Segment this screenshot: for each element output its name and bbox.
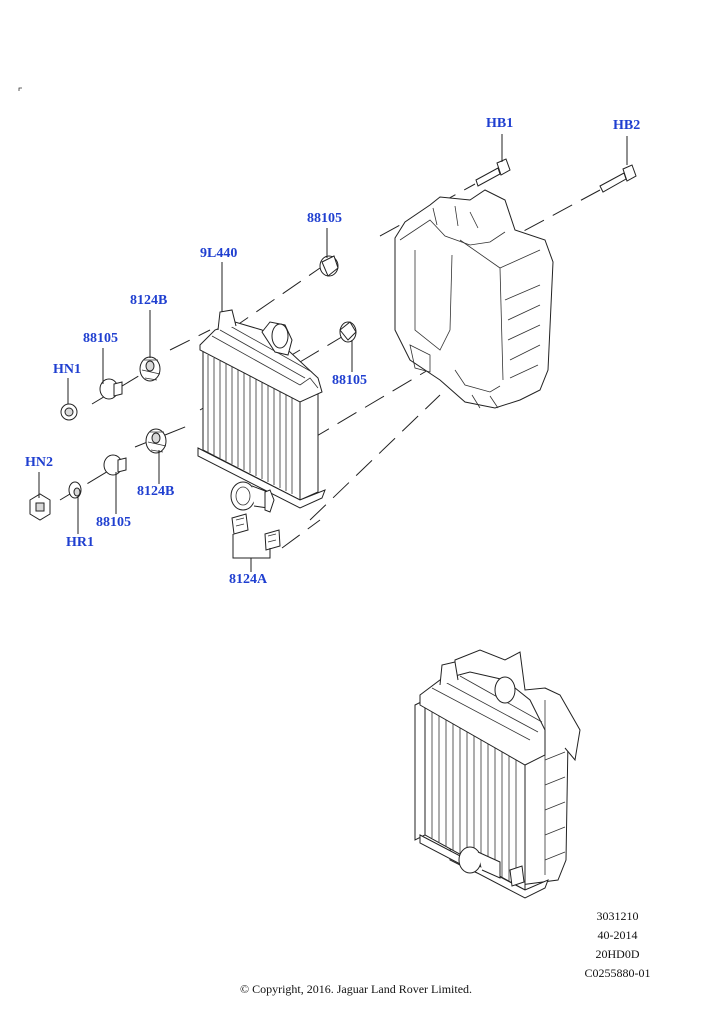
isolator-8124B-low <box>145 428 167 454</box>
intercooler <box>197 309 326 513</box>
callout-8124B-low: 8124B <box>137 484 175 499</box>
mount-8124A <box>231 513 281 551</box>
housing-shroud <box>394 189 554 409</box>
callout-8124B-top: 8124B <box>130 293 168 308</box>
meta-line-3: 20HD0D <box>595 947 640 961</box>
corner-mark <box>18 87 22 91</box>
callout-hr1: HR1 <box>66 535 94 550</box>
nut-hn1 <box>60 403 78 421</box>
grommet-88105-right <box>339 321 357 343</box>
grommet-88105-top <box>319 255 339 277</box>
drawing-meta: 3031210 40-2014 20HD0D C0255880-01 <box>560 907 675 983</box>
callout-hb1: HB1 <box>486 116 514 131</box>
copyright-notice: © Copyright, 2016. Jaguar Land Rover Lim… <box>239 982 473 996</box>
bolt-hb2 <box>599 164 637 193</box>
nut-hn2 <box>29 493 51 521</box>
callout-88105-right: 88105 <box>332 373 367 388</box>
callout-88105-top: 88105 <box>307 211 342 226</box>
callout-hn2: HN2 <box>25 455 53 470</box>
meta-line-4: C0255880-01 <box>584 966 651 980</box>
callout-hn1: HN1 <box>53 362 81 377</box>
inset-assembled-view <box>414 649 581 899</box>
grommet-88105-low <box>103 454 127 476</box>
washer-hr1 <box>68 481 82 499</box>
meta-line-1: 3031210 <box>596 909 639 923</box>
callout-9L440: 9L440 <box>200 246 238 261</box>
bolt-hb1 <box>475 158 511 187</box>
callout-hb2: HB2 <box>613 118 641 133</box>
leader-lines <box>38 134 628 572</box>
isolator-8124B-top <box>139 356 161 382</box>
callout-88105-low: 88105 <box>96 515 131 530</box>
meta-line-2: 40-2014 <box>597 928 638 942</box>
grommet-88105-left <box>99 378 123 400</box>
callout-88105-left: 88105 <box>83 331 118 346</box>
callout-8124A: 8124A <box>229 572 268 587</box>
